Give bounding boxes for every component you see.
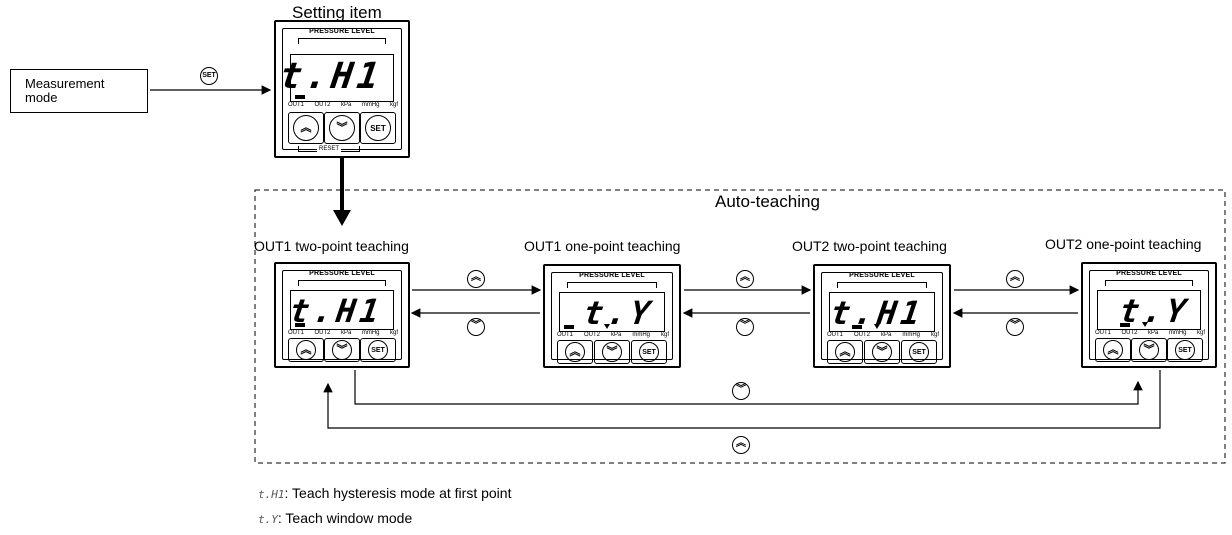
- lcd-display: t.Y: [1097, 290, 1201, 330]
- up-arrow-symbol: ︽: [736, 270, 754, 288]
- up-button[interactable]: ︽: [288, 338, 324, 362]
- setting-item-label: Setting item: [292, 3, 382, 22]
- indicator-bar: [295, 323, 305, 327]
- pressure-level-title: PRESSURE LEVEL: [849, 272, 915, 279]
- set-button-icon: SET: [200, 67, 218, 85]
- set-icon: SET: [639, 342, 659, 362]
- up-arrow-symbol: ︽: [732, 436, 750, 454]
- set-icon: SET: [909, 342, 929, 362]
- indicator-triangle: [1142, 322, 1148, 327]
- reset-bracket: RESET: [298, 146, 360, 152]
- pressure-level-title: PRESSURE LEVEL: [1116, 270, 1182, 277]
- set-button[interactable]: SET: [901, 340, 937, 364]
- chevron-down-icon: ︾: [1139, 340, 1159, 360]
- set-button[interactable]: SET: [360, 338, 396, 362]
- legend-text: : Teach window mode: [277, 510, 413, 526]
- up-button[interactable]: ︽: [557, 340, 593, 364]
- pressure-level-scale: [298, 38, 386, 44]
- lcd-display: t.Y: [559, 292, 665, 332]
- set-icon: SET: [1175, 340, 1195, 360]
- indicator-triangle: [604, 324, 610, 329]
- lcd-display: t.H1: [277, 54, 394, 102]
- measurement-mode-line1: Measurement: [25, 76, 105, 91]
- chevron-up-icon: ︽: [1103, 340, 1123, 360]
- indicator-bar: [564, 325, 574, 329]
- lcd-display: t.H1: [828, 292, 935, 332]
- set-button[interactable]: SET: [631, 340, 667, 364]
- chevron-down-icon: ︾: [872, 342, 892, 362]
- display-value: t.Y: [581, 294, 657, 332]
- indicator-triangle: [874, 324, 880, 329]
- down-arrow-symbol: ︾: [736, 318, 754, 336]
- chevron-down-icon: ︾: [602, 342, 622, 362]
- up-button[interactable]: ︽: [288, 112, 324, 144]
- chevron-up-icon: ︽: [565, 342, 585, 362]
- device-label-out1-one-point: OUT1 one-point teaching: [524, 238, 681, 254]
- legend-item-window: t.Y: Teach window mode: [258, 510, 412, 526]
- up-button[interactable]: ︽: [1095, 338, 1131, 362]
- down-button[interactable]: ︾: [864, 340, 900, 364]
- legend-item-hysteresis: t.H1: Teach hysteresis mode at first poi…: [258, 485, 511, 501]
- chevron-down-icon: ︾: [332, 340, 352, 360]
- down-button[interactable]: ︾: [324, 112, 360, 144]
- chevron-up-icon: ︽: [293, 115, 319, 141]
- measurement-mode-box: Measurement mode: [10, 69, 148, 113]
- legend-code: t.H1: [258, 488, 285, 501]
- chevron-up-icon: ︽: [835, 342, 855, 362]
- pressure-level-scale: [837, 282, 927, 288]
- chevron-down-icon: ︾: [329, 115, 355, 141]
- auto-teaching-label: Auto-teaching: [715, 192, 820, 211]
- down-arrow-symbol: ︾: [732, 382, 750, 400]
- display-value: t.H1: [277, 56, 386, 97]
- down-arrow-symbol: ︾: [467, 318, 485, 336]
- up-arrow-symbol: ︽: [1006, 270, 1024, 288]
- down-button[interactable]: ︾: [324, 338, 360, 362]
- down-arrow-symbol: ︾: [1006, 318, 1024, 336]
- device-label-out2-one-point: OUT2 one-point teaching: [1045, 236, 1202, 252]
- indicator-bar: [1120, 323, 1130, 327]
- pressure-level-scale: [298, 280, 386, 286]
- device-label-out2-two-point: OUT2 two-point teaching: [792, 238, 947, 254]
- chevron-up-icon: ︽: [296, 340, 316, 360]
- set-button[interactable]: SET: [360, 112, 396, 144]
- pressure-level-scale: [1105, 280, 1193, 286]
- set-button[interactable]: SET: [1167, 338, 1203, 362]
- pressure-level-title: PRESSURE LEVEL: [309, 28, 375, 35]
- lcd-display: t.H1: [287, 290, 394, 330]
- legend-code: t.Y: [258, 513, 278, 526]
- indicator-bar: [852, 325, 862, 329]
- up-arrow-symbol: ︽: [467, 270, 485, 288]
- set-icon: SET: [365, 115, 391, 141]
- pressure-level-title: PRESSURE LEVEL: [309, 270, 375, 277]
- set-icon: SET: [368, 340, 388, 360]
- pressure-level-title: PRESSURE LEVEL: [579, 272, 645, 279]
- measurement-mode-line2: mode: [25, 90, 58, 105]
- pressure-level-scale: [567, 282, 657, 288]
- indicator-bar: [295, 95, 305, 99]
- up-button[interactable]: ︽: [827, 340, 863, 364]
- legend-text: : Teach hysteresis mode at first point: [284, 485, 512, 501]
- down-button[interactable]: ︾: [594, 340, 630, 364]
- down-button[interactable]: ︾: [1131, 338, 1167, 362]
- device-label-out1-two-point: OUT1 two-point teaching: [254, 238, 409, 254]
